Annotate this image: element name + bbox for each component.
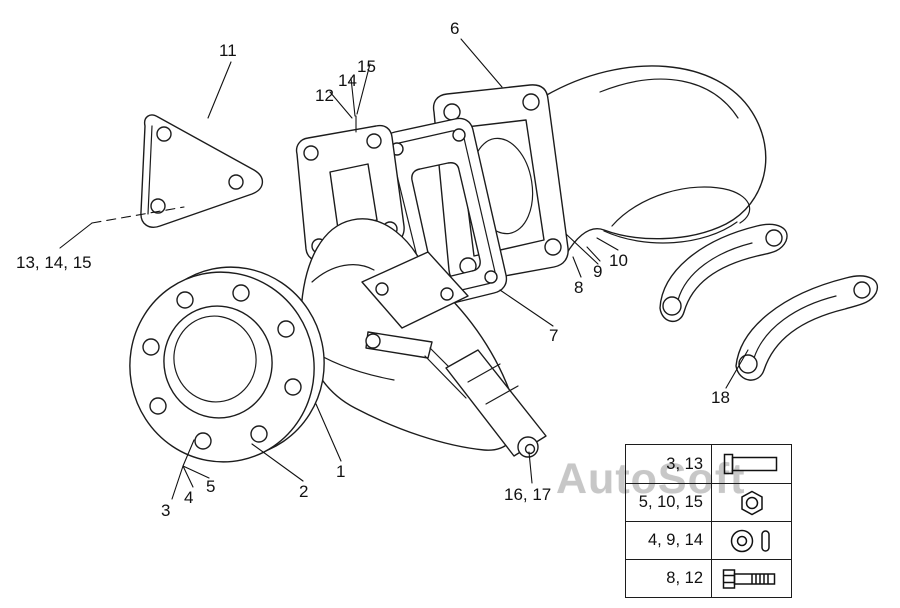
legend-icon-cell [712,484,791,521]
part-clamp-upper-18 [659,223,788,322]
legend-label: 4, 9, 14 [626,522,712,559]
legend-row: 3, 13 [626,445,791,483]
callout-label-14: 14 [338,71,357,90]
legend-row: 4, 9, 14 [626,521,791,559]
part-flange-2 [129,266,325,463]
callout-label-1: 1 [336,462,346,481]
callout-label-2: 2 [299,482,309,501]
legend-row: 5, 10, 15 [626,483,791,521]
callout-label-16-17: 16, 17 [504,485,552,504]
callout-label-12: 12 [315,86,334,105]
legend-icon-cell [712,560,791,597]
callout-label-8: 8 [574,278,584,297]
callout-label-7: 7 [549,326,559,345]
hex-bolt-icon [722,568,775,589]
washer-and-pin-icon [730,529,770,552]
callout-label-15: 15 [357,57,376,76]
callout-label-6: 6 [450,19,460,38]
watermark: AutoSoft [556,455,746,503]
legend-icon-cell [712,522,791,559]
legend-row: 8, 12 [626,559,791,597]
callout-label-11: 11 [219,41,237,60]
callout-label-5: 5 [206,477,216,496]
callout-label-10: 10 [609,251,628,270]
part-actuator-16-17 [445,349,547,458]
callout-label-3: 3 [161,501,171,520]
part-bracket-11 [140,114,264,228]
callout-leader-lines [59,38,749,500]
callout-label-13-14-15: 13, 14, 15 [16,253,92,272]
legend-label: 5, 10, 15 [626,484,712,521]
legend-label: 3, 13 [626,445,712,483]
callout-label-4: 4 [184,488,194,507]
legend-label: 8, 12 [626,560,712,597]
part-clamp-lower-18 [735,275,879,381]
callout-label-18: 18 [711,388,730,407]
part-elbow-6 [432,65,767,285]
legend-icon-cell [712,445,791,483]
bolt-short-icon [723,453,777,475]
hex-nut-icon [740,490,763,515]
callout-label-9: 9 [593,262,603,281]
legend-table: 3, 13 5, 10, 15 4, 9, 14 [625,444,792,598]
